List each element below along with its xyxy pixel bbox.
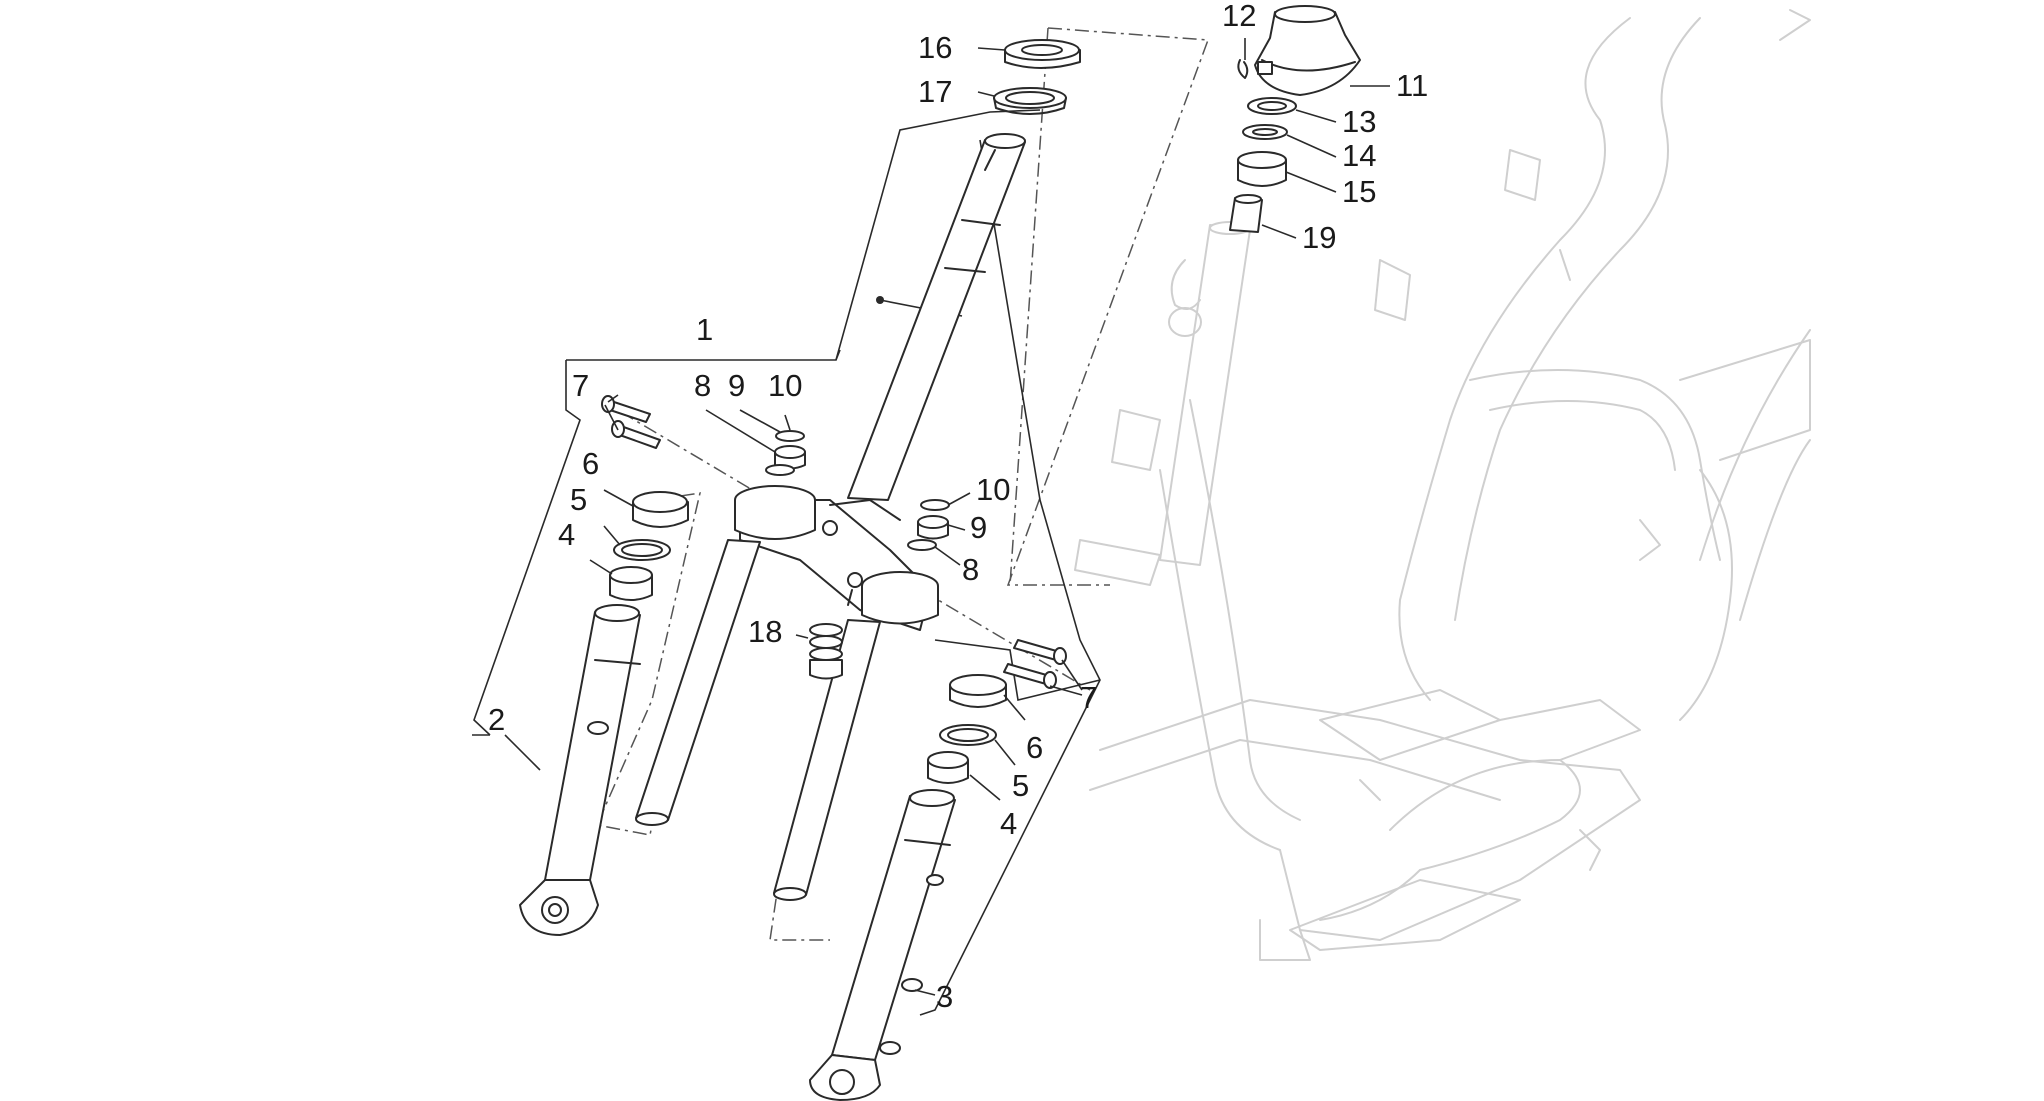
callout-17: 17 xyxy=(918,74,952,109)
callout-12: 12 xyxy=(1222,0,1256,33)
top-bearing-16-17 xyxy=(993,39,1081,115)
callout-5-left: 5 xyxy=(570,482,587,517)
callout-16: 16 xyxy=(918,30,952,65)
leader-lines xyxy=(504,38,1390,996)
callout-6-left: 6 xyxy=(582,446,599,481)
nuts-washers xyxy=(765,430,950,551)
bolts xyxy=(601,395,1067,689)
callout-6-right: 6 xyxy=(1026,730,1043,765)
callout-8-upper: 8 xyxy=(694,368,711,403)
callout-18: 18 xyxy=(748,614,782,649)
callout-7-lower: 7 xyxy=(1080,680,1097,715)
fork-inner-tubes xyxy=(635,539,881,901)
callout-15: 15 xyxy=(1342,174,1376,209)
callout-11: 11 xyxy=(1396,68,1428,103)
callout-8-right: 8 xyxy=(962,552,979,587)
callout-5-right: 5 xyxy=(1012,768,1029,803)
fork-leg-left xyxy=(519,604,641,936)
spring xyxy=(809,623,843,680)
callout-1: 1 xyxy=(696,312,713,347)
fork-leg-right xyxy=(809,789,956,1101)
bottom-yoke xyxy=(734,485,939,631)
callout-7-upper: 7 xyxy=(572,368,589,403)
callout-4-right: 4 xyxy=(1000,806,1017,841)
callout-14: 14 xyxy=(1342,138,1376,173)
callout-19: 19 xyxy=(1302,220,1336,255)
steering-top-parts xyxy=(1229,5,1361,233)
callout-9-right: 9 xyxy=(970,510,987,545)
steering-stem xyxy=(847,133,1026,501)
callout-4-left: 4 xyxy=(558,517,575,552)
callout-9-upper: 9 xyxy=(728,368,745,403)
assembly-outline-dashed xyxy=(595,27,1210,941)
left-seal-stack xyxy=(609,491,689,601)
callout-2: 2 xyxy=(488,702,505,737)
callout-10-upper: 10 xyxy=(768,368,802,403)
callout-3: 3 xyxy=(936,979,953,1014)
callout-10-right: 10 xyxy=(976,472,1010,507)
callout-13: 13 xyxy=(1342,104,1376,139)
right-seal-stack xyxy=(927,674,1007,784)
scooter-frame-ghost xyxy=(1074,9,1811,961)
callout-numbers: 16 17 12 11 13 14 15 19 1 7 8 9 10 6 5 4… xyxy=(488,0,1428,1014)
